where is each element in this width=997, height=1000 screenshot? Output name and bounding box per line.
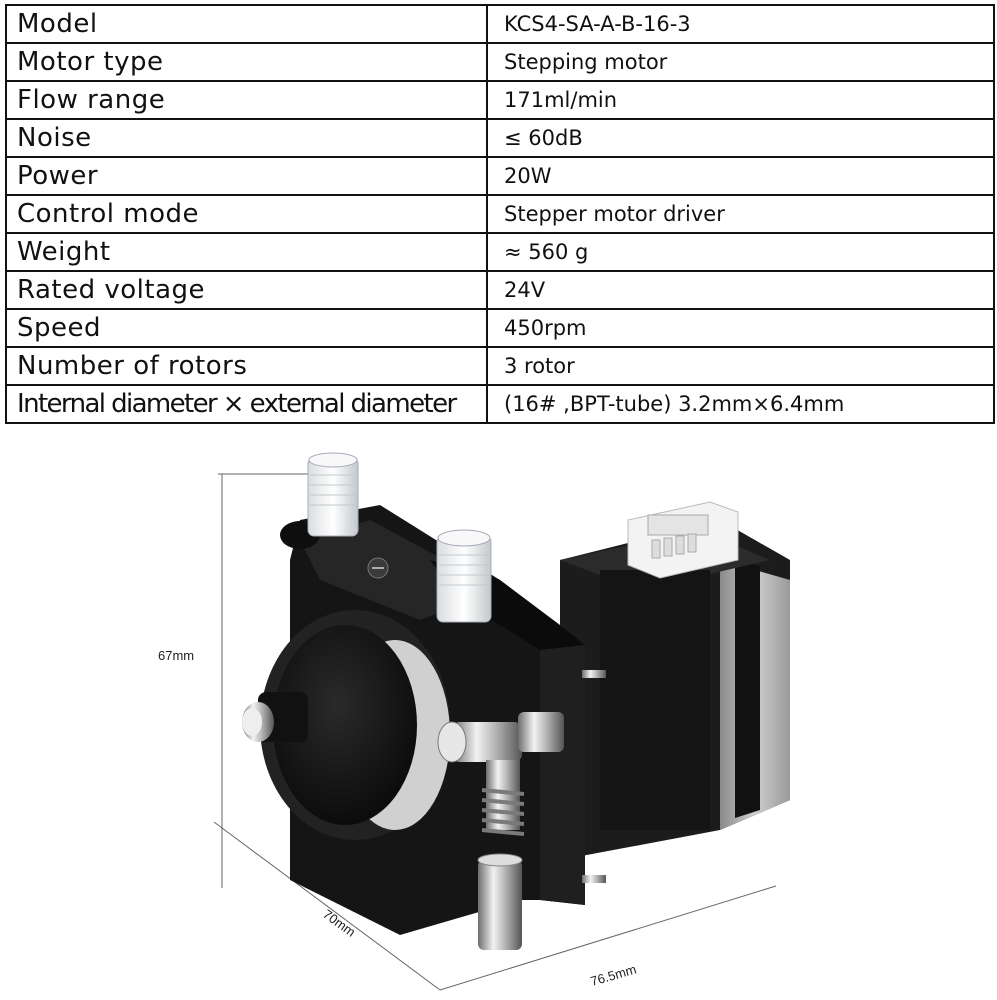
spec-value: 3 rotor [486,346,995,386]
spec-value: ≤ 60dB [486,118,995,158]
dimension-lines [213,473,777,991]
spec-label: Rated voltage [5,270,488,310]
spec-value: Stepper motor driver [486,194,995,234]
spec-value: KCS4-SA-A-B-16-3 [486,4,995,44]
table-row: Internal diameter × external diameter (1… [5,384,995,424]
spec-value: ≈ 560 g [486,232,995,272]
spec-label: Motor type [5,42,488,82]
table-row: Control mode Stepper motor driver [5,194,995,234]
table-row: Weight ≈ 560 g [5,232,995,272]
spec-label: Speed [5,308,488,348]
spec-label: Control mode [5,194,488,234]
spec-label: Power [5,156,488,196]
spec-label: Weight [5,232,488,272]
spec-value: 450rpm [486,308,995,348]
table-row: Motor type Stepping motor [5,42,995,82]
spec-label: Noise [5,118,488,158]
left-knob [242,692,308,742]
stepper-motor [560,501,790,860]
pump-illustration: 67mm 70mm 76.5mm [158,452,790,991]
spec-table: Model KCS4-SA-A-B-16-3 Motor type Steppi… [5,4,995,424]
tube-fittings [307,452,492,623]
table-row: Speed 450rpm [5,308,995,348]
spec-value: 20W [486,156,995,196]
table-row: Power 20W [5,156,995,196]
spec-value: 171ml/min [486,80,995,120]
clamp-mechanism [437,670,606,950]
table-row: Rated voltage 24V [5,270,995,310]
table-row: Number of rotors 3 rotor [5,346,995,386]
spec-label: Internal diameter × external diameter [5,384,488,424]
dim-depth: 70mm [320,906,358,939]
spec-label: Model [5,4,488,44]
spec-value: Stepping motor [486,42,995,82]
table-row: Model KCS4-SA-A-B-16-3 [5,4,995,44]
table-row: Flow range 171ml/min [5,80,995,120]
spec-label: Number of rotors [5,346,488,386]
dim-width: 76.5mm [589,962,638,989]
table-row: Noise ≤ 60dB [5,118,995,158]
spec-label: Flow range [5,80,488,120]
spec-value: 24V [486,270,995,310]
dim-height: 67mm [158,648,194,663]
rotor-cover [260,610,450,840]
spec-value: (16# ,BPT-tube) 3.2mm×6.4mm [486,384,995,424]
